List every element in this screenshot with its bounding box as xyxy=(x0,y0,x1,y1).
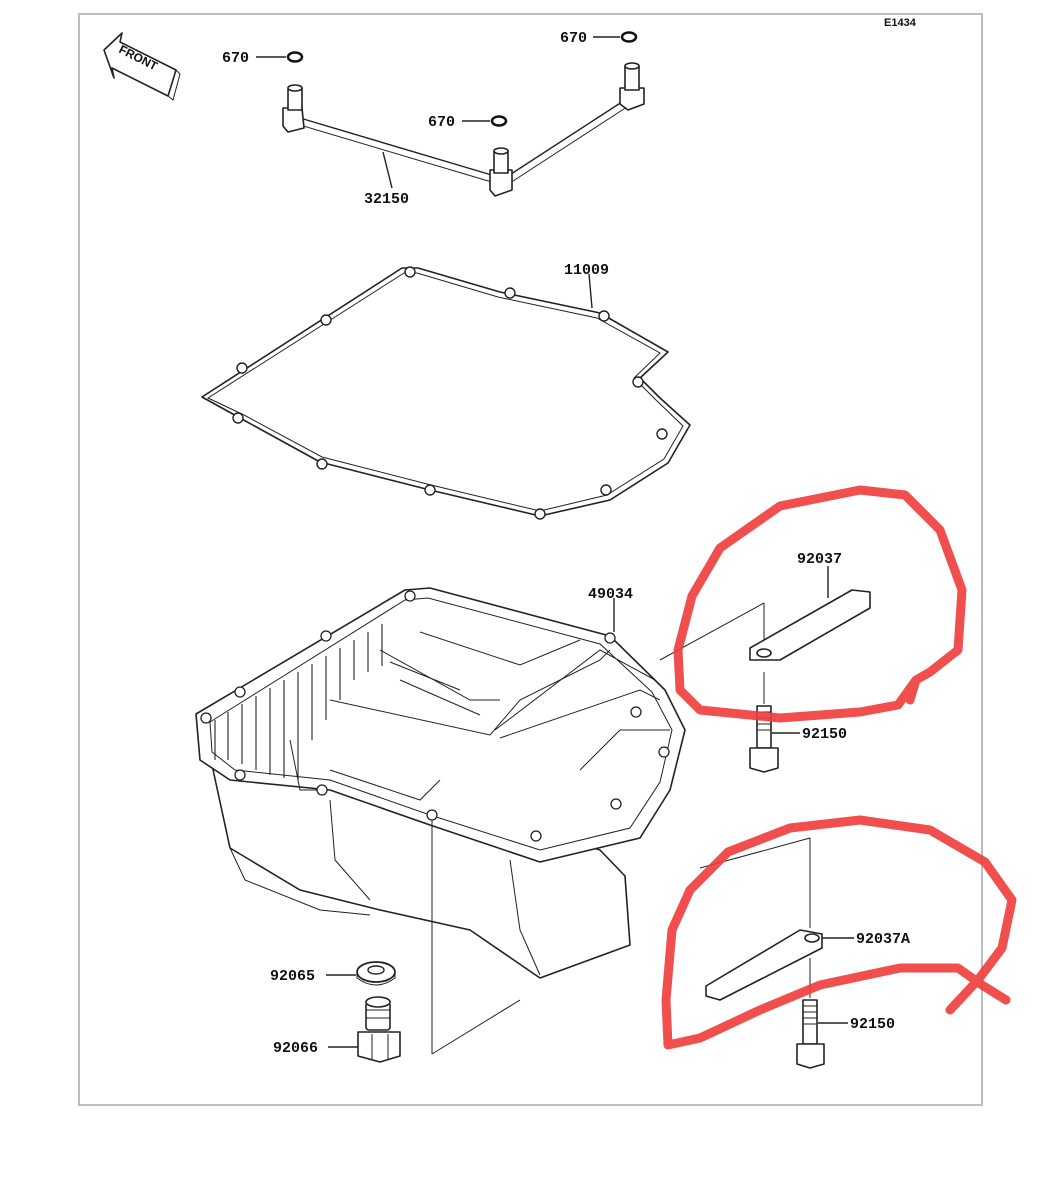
diagram-code: E1434 xyxy=(884,17,917,29)
label-49034: 49034 xyxy=(588,586,633,603)
oil-pipe-32150 xyxy=(282,62,645,197)
label-92037: 92037 xyxy=(797,551,842,568)
oring-icon xyxy=(620,31,638,43)
label-92037a: 92037A xyxy=(856,931,910,948)
bracket-92037 xyxy=(749,589,871,661)
label-670-right: 670 xyxy=(560,30,587,47)
oring-icon xyxy=(286,51,304,63)
oil-pan-49034 xyxy=(195,587,686,1055)
highlight-circle-upper xyxy=(673,485,967,723)
label-670-left: 670 xyxy=(222,50,249,67)
label-92066: 92066 xyxy=(273,1040,318,1057)
drain-plug-92066 xyxy=(357,996,401,1063)
label-11009: 11009 xyxy=(564,262,609,279)
highlight-circle-lower xyxy=(661,815,1017,1050)
bracket-92037a xyxy=(705,929,823,1001)
label-32150: 32150 xyxy=(364,191,409,208)
label-670-middle: 670 xyxy=(428,114,455,131)
oring-icon xyxy=(490,115,508,127)
washer-92065 xyxy=(356,961,396,986)
label-92065: 92065 xyxy=(270,968,315,985)
gasket-11009 xyxy=(201,266,691,520)
label-92150-upper: 92150 xyxy=(802,726,847,743)
label-92150-lower: 92150 xyxy=(850,1016,895,1033)
bolt-92150-lower xyxy=(796,999,825,1069)
